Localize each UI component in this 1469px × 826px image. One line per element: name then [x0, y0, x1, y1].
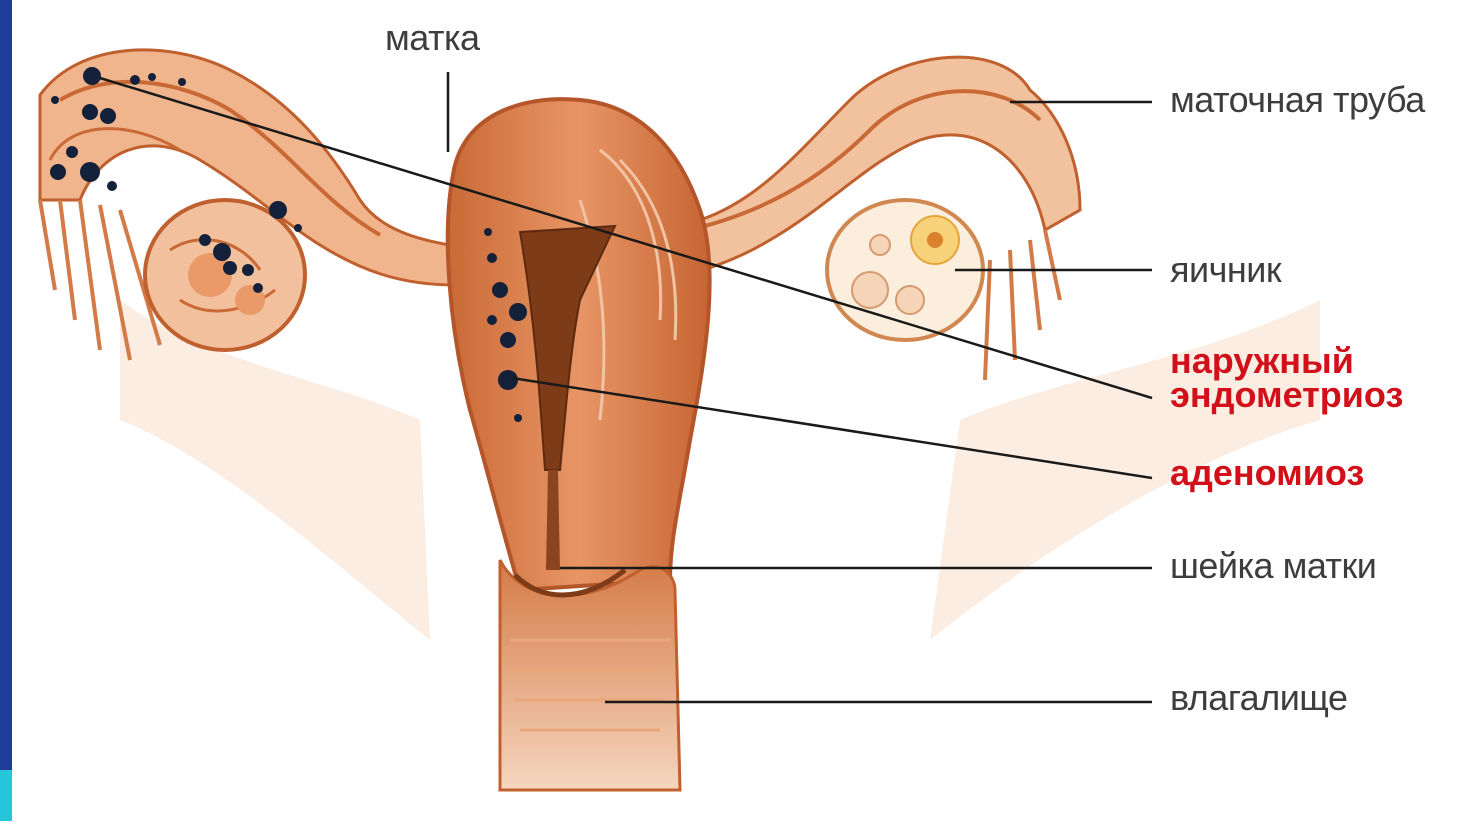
vagina-label: влагалище [1170, 680, 1348, 716]
fallopian-tube-label: маточная труба [1170, 82, 1425, 118]
adenomyosis-label: аденомиоз [1170, 455, 1364, 491]
cervix-and-vagina [500, 560, 680, 790]
external-endometriosis-line1: наружный [1170, 344, 1403, 378]
external-endometriosis-line2: эндометриоз [1170, 378, 1403, 412]
uterus-label: матка [385, 20, 480, 56]
external-endometriosis-label: наружный эндометриоз [1170, 344, 1403, 412]
cervix-label: шейка матки [1170, 548, 1376, 584]
uterus-body [448, 99, 710, 590]
left-ovary [145, 200, 305, 350]
ovary-label: яичник [1170, 252, 1281, 288]
ligament-background [120, 300, 1320, 640]
